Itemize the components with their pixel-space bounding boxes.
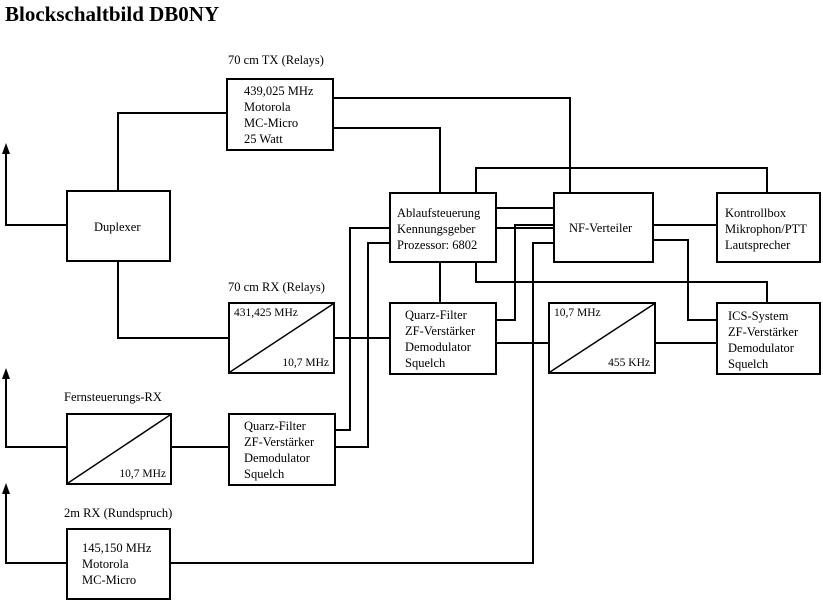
antenna-fern-line [5, 375, 66, 448]
kontroll-line-3: Lautsprecher [725, 238, 791, 252]
filter1-line-1: Quarz-Filter [405, 308, 467, 322]
tx-nf-line [333, 97, 571, 192]
filter2-line-3: Demodulator [244, 451, 310, 465]
diagram-title: Blockschaltbild DB0NY [5, 2, 220, 26]
antenna-2m-line [5, 490, 66, 564]
rx-mixer-block: 431,425 MHz 10,7 MHz [228, 302, 335, 374]
kontrollbox-block: Kontrollbox Mikrophon/PTT Lautsprecher [716, 192, 821, 263]
rx2m-line-2: Motorola [82, 557, 129, 571]
ablauf-nf-lines [496, 207, 553, 229]
duplexer-block: Duplexer [66, 190, 171, 262]
ics-line-4: Squelch [728, 357, 769, 371]
tx-line-4: 25 Watt [244, 132, 283, 146]
filter2-line-1: Quarz-Filter [244, 419, 306, 433]
filter1-nf-line [496, 224, 553, 321]
rx-section-label: 70 cm RX (Relays) [228, 280, 325, 294]
mixer-diagonal [68, 415, 170, 483]
rx-mixer-output-freq: 10,7 MHz [282, 357, 329, 369]
tx-line-2: Motorola [244, 100, 291, 114]
duplexer-label: Duplexer [94, 220, 141, 234]
filter1-line-2: ZF-Verstärker [405, 324, 476, 338]
ics-block: ICS-System ZF-Verstärker Demodulator Squ… [716, 302, 821, 375]
fern-mixer-block: 10,7 MHz [66, 413, 172, 485]
filter1-line-4: Squelch [405, 356, 446, 370]
filter2-line-4: Squelch [244, 467, 285, 481]
mixer-diagonal [550, 304, 654, 372]
rx2m-block: 145,150 MHz Motorola MC-Micro [66, 528, 171, 600]
if-mixer-output-freq: 455 KHz [608, 357, 650, 369]
tx-line-3: MC-Micro [244, 116, 299, 130]
filter2-ablauf-line-1 [335, 227, 389, 431]
rx2m-line-1: 145,150 MHz [82, 541, 152, 555]
ablauf-ics-line [475, 262, 768, 302]
filter1-line-3: Demodulator [405, 340, 471, 354]
filter2-ablauf-line-2 [335, 242, 389, 448]
ablauf-block: Ablaufsteuerung Kennungsgeber Prozessor:… [389, 192, 497, 263]
if-mixer-input-freq: 10,7 MHz [554, 307, 601, 319]
antenna-arrow-1 [2, 143, 10, 154]
filter1-block: Quarz-Filter ZF-Verstärker Demodulator S… [389, 302, 497, 375]
tx-section-label: 70 cm TX (Relays) [228, 53, 324, 67]
rx2m-section-label: 2m RX (Rundspruch) [64, 506, 173, 520]
if-mixer-block: 10,7 MHz 455 KHz [548, 302, 656, 374]
antenna-arrow-3 [2, 483, 10, 494]
ablauf-kontroll-line [475, 167, 768, 192]
tx-ablauf-line [333, 127, 441, 192]
tx-line-1: 439,025 MHz [244, 84, 314, 98]
rx-mixer-input-freq: 431,425 MHz [234, 307, 298, 319]
duplexer-tx-line [117, 112, 226, 190]
fern-section-label: Fernsteuerungs-RX [64, 390, 162, 404]
tx-block: 439,025 MHz Motorola MC-Micro 25 Watt [226, 78, 334, 151]
ablauf-line-3: Prozessor: 6802 [397, 238, 478, 252]
nf-label: NF-Verteiler [569, 221, 633, 235]
filter2-line-2: ZF-Verstärker [244, 435, 315, 449]
rx2m-nf-line [170, 242, 553, 564]
kontroll-line-1: Kontrollbox [725, 206, 787, 220]
ablauf-line-2: Kennungsgeber [397, 222, 476, 236]
nf-verteiler-block: NF-Verteiler [553, 192, 654, 263]
ics-line-1: ICS-System [728, 309, 789, 323]
duplexer-rx-line [117, 260, 228, 339]
filter2-block: Quarz-Filter ZF-Verstärker Demodulator S… [228, 413, 336, 486]
ics-line-3: Demodulator [728, 341, 794, 355]
fern-mixer-output-freq: 10,7 MHz [119, 468, 166, 480]
rx2m-line-3: MC-Micro [82, 573, 137, 587]
mixer-diagonal [230, 304, 333, 372]
ics-line-2: ZF-Verstärker [728, 325, 799, 339]
ablauf-line-1: Ablaufsteuerung [397, 206, 481, 220]
antenna-arrow-2 [2, 368, 10, 379]
nf-ics-line [653, 239, 716, 321]
kontroll-line-2: Mikrophon/PTT [725, 222, 807, 236]
antenna-duplexer-line [5, 150, 66, 226]
